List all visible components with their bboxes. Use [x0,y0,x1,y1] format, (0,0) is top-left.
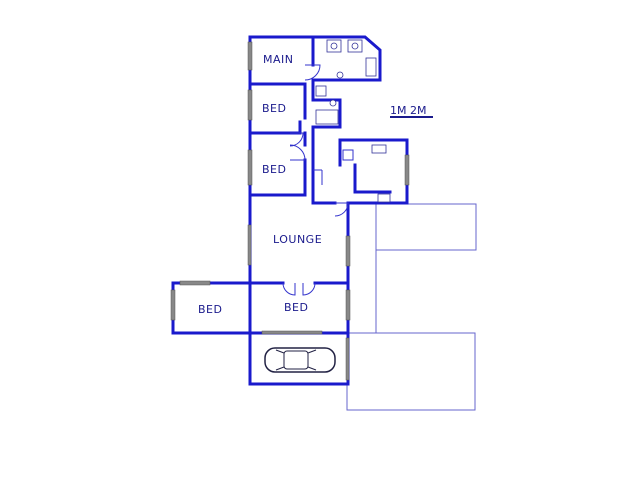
kitchen-counter [342,149,354,161]
internal-door [261,330,323,335]
door-bed4-left [282,282,296,296]
window-bed4-side [345,289,351,321]
exterior-outlines [346,203,477,411]
door-bed2 [289,144,306,161]
basin-bowl [330,42,338,50]
window-bed1 [247,89,253,121]
room-label-main: MAIN [263,53,294,66]
window-lounge-left [247,224,252,266]
ensuite-wall [311,35,382,82]
window-bed3-top [179,280,211,286]
room-label-bed3: BED [198,303,222,316]
door-bed1 [289,132,304,147]
door-lounge [334,202,349,217]
garage-door [345,337,350,381]
kitchen-counter-wall [353,163,392,194]
window-main [247,41,253,71]
window-bed3-side [170,289,176,321]
room-label-bed2: BED [262,163,286,176]
bath-basin [315,85,327,97]
driveway-area [346,332,476,411]
scale-label: 1M 2M [390,104,426,117]
car-icon [264,347,336,373]
window-bed2 [247,149,253,186]
window-lounge [345,235,351,267]
room-label-bed1: BED [262,102,286,115]
bathroom-wall [311,78,342,129]
room-label-bed4: BED [284,301,308,314]
kitchen-sink [371,144,387,154]
walls [171,35,409,386]
ensuite-shower [365,57,377,77]
fixtures [315,39,391,203]
patio-area [375,203,477,251]
door-bed4-right [302,282,316,296]
bathtub [315,109,339,125]
windows [170,41,410,381]
door-main [304,64,321,81]
toilet [329,99,337,107]
window-kitchen [404,154,410,186]
basin-bowl-2 [351,42,359,50]
ensuite-toilet [336,71,344,79]
doors [282,64,349,296]
room-labels: MAIN BED BED LOUNGE BED BED [198,53,322,316]
kitchen-stove [377,193,391,203]
room-label-lounge: LOUNGE [273,233,322,246]
scale-bar: 1M 2M [390,104,433,118]
